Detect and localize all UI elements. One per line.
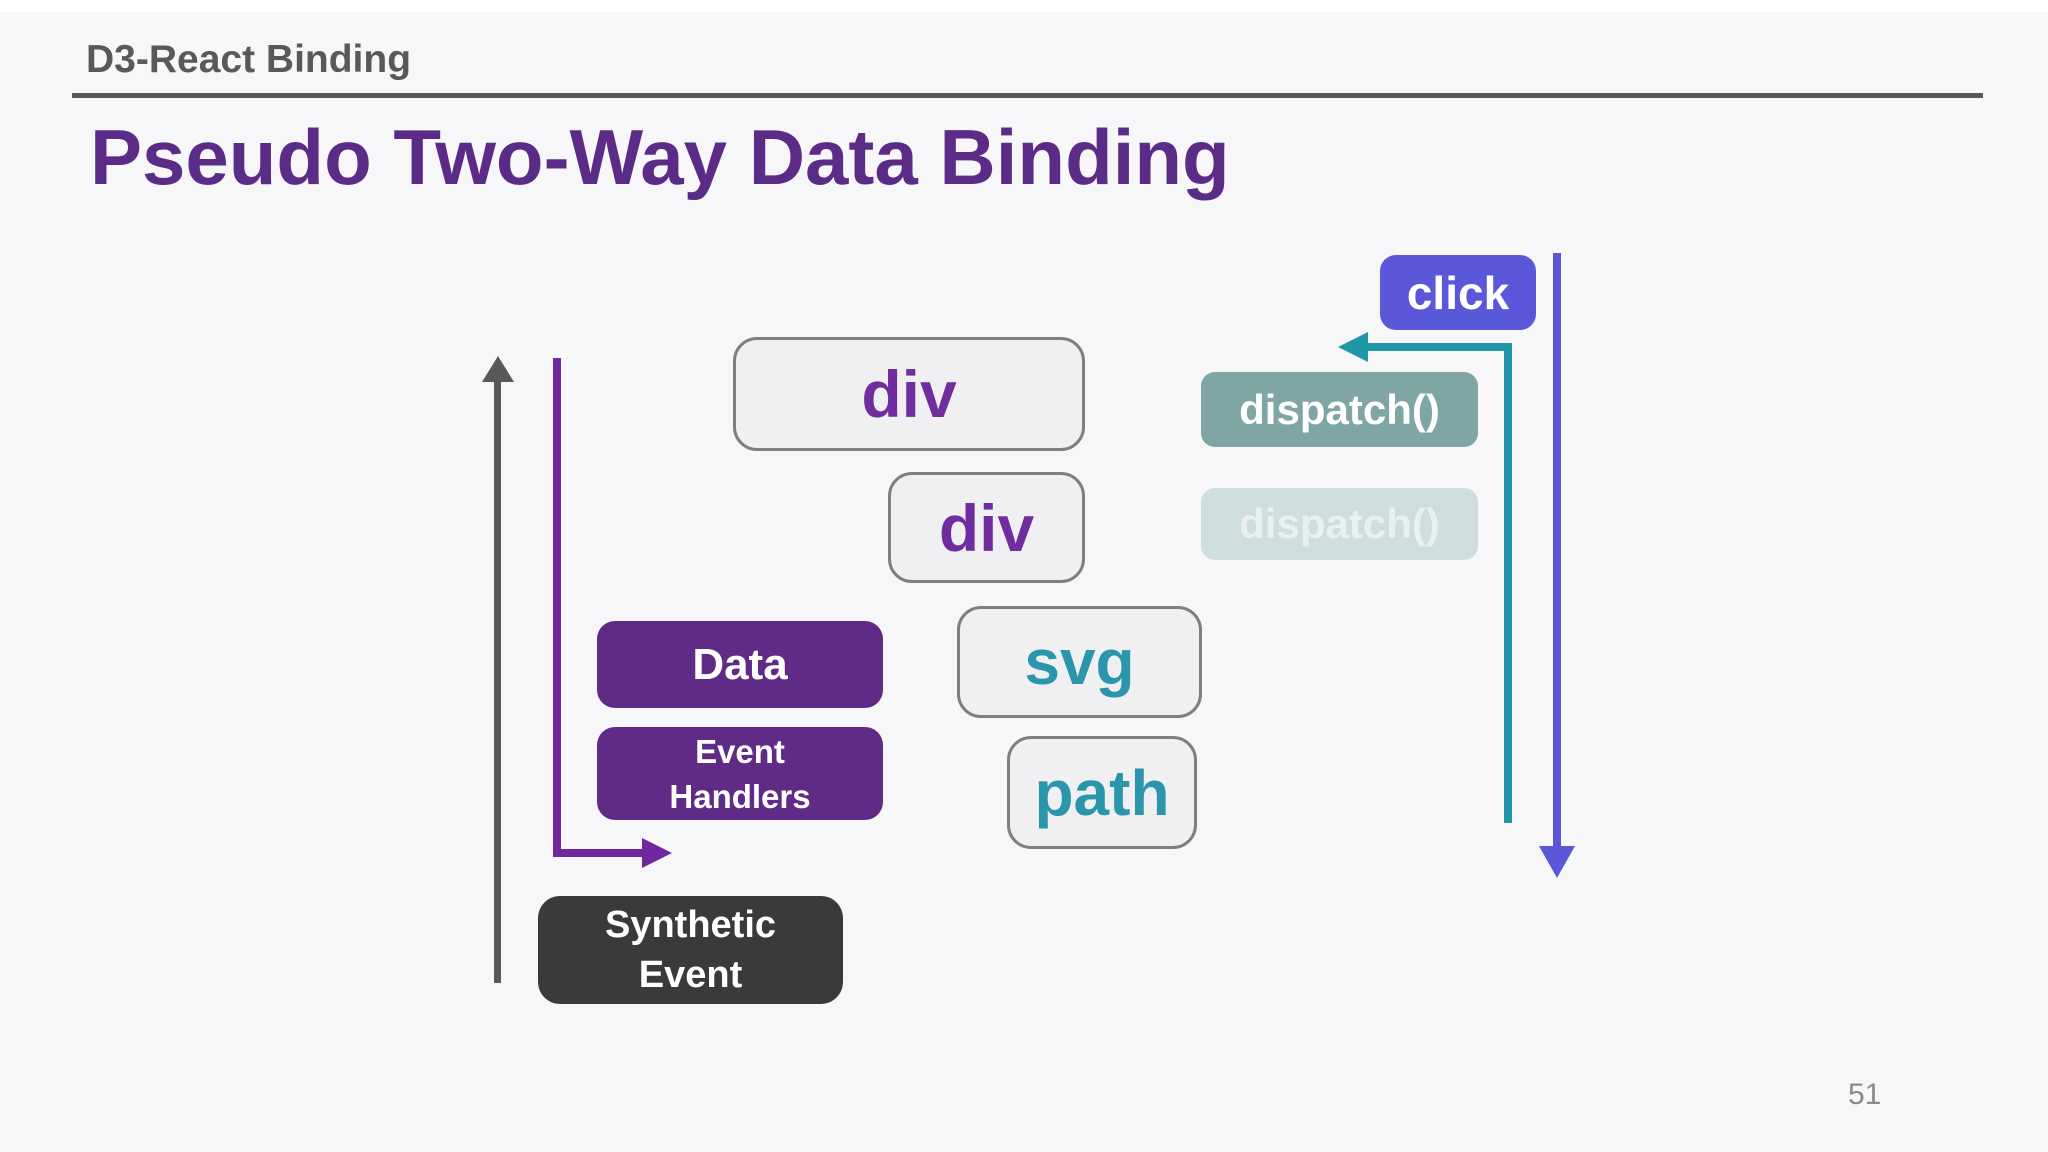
dom-node-path: path <box>1007 736 1197 849</box>
dispatch-box-ghost-label: dispatch() <box>1239 500 1440 547</box>
dispatch-box-active: dispatch() <box>1201 372 1478 447</box>
teal-left-arrowhead-icon <box>1338 332 1368 362</box>
dispatch-box-active-label: dispatch() <box>1239 385 1440 433</box>
page-number: 51 <box>1848 1078 1882 1111</box>
purple-right-arrowhead-icon <box>642 838 672 868</box>
gray-arrow-shaft <box>494 380 501 983</box>
data-box-label: Data <box>692 639 788 689</box>
synthetic-event-box-label: Synthetic Event <box>604 904 777 996</box>
dom-node-div-inner-label: div <box>938 490 1035 565</box>
blue-arrow-shaft <box>1553 253 1561 848</box>
data-box: Data <box>597 621 883 708</box>
dom-node-div-inner: div <box>888 472 1085 583</box>
top-margin <box>0 0 2048 12</box>
dom-node-svg-label: svg <box>1024 626 1135 698</box>
event-handlers-box: Event Handlers <box>597 727 883 820</box>
page-title: Pseudo Two-Way Data Binding <box>90 113 1230 201</box>
dispatch-box-ghost: dispatch() <box>1201 488 1478 560</box>
teal-arrow-vertical-shaft <box>1504 343 1512 823</box>
dom-node-div-outer: div <box>733 337 1085 451</box>
dom-node-svg: svg <box>957 606 1202 718</box>
click-box: click <box>1380 255 1536 330</box>
purple-arrow-vertical-shaft <box>553 358 561 857</box>
click-box-label: click <box>1406 266 1510 319</box>
purple-arrow-horizontal-shaft <box>553 849 643 857</box>
blue-down-arrowhead-icon <box>1539 846 1575 878</box>
dom-node-path-label: path <box>1034 756 1170 829</box>
event-handlers-box-label: Event Handlers <box>669 732 811 815</box>
section-header: D3-React Binding <box>86 38 412 81</box>
teal-arrow-horizontal-shaft <box>1366 343 1512 351</box>
dom-node-div-outer-label: div <box>861 357 957 431</box>
gray-up-arrowhead-icon <box>482 356 514 382</box>
header-divider <box>72 93 1983 98</box>
synthetic-event-box: Synthetic Event <box>538 896 843 1004</box>
